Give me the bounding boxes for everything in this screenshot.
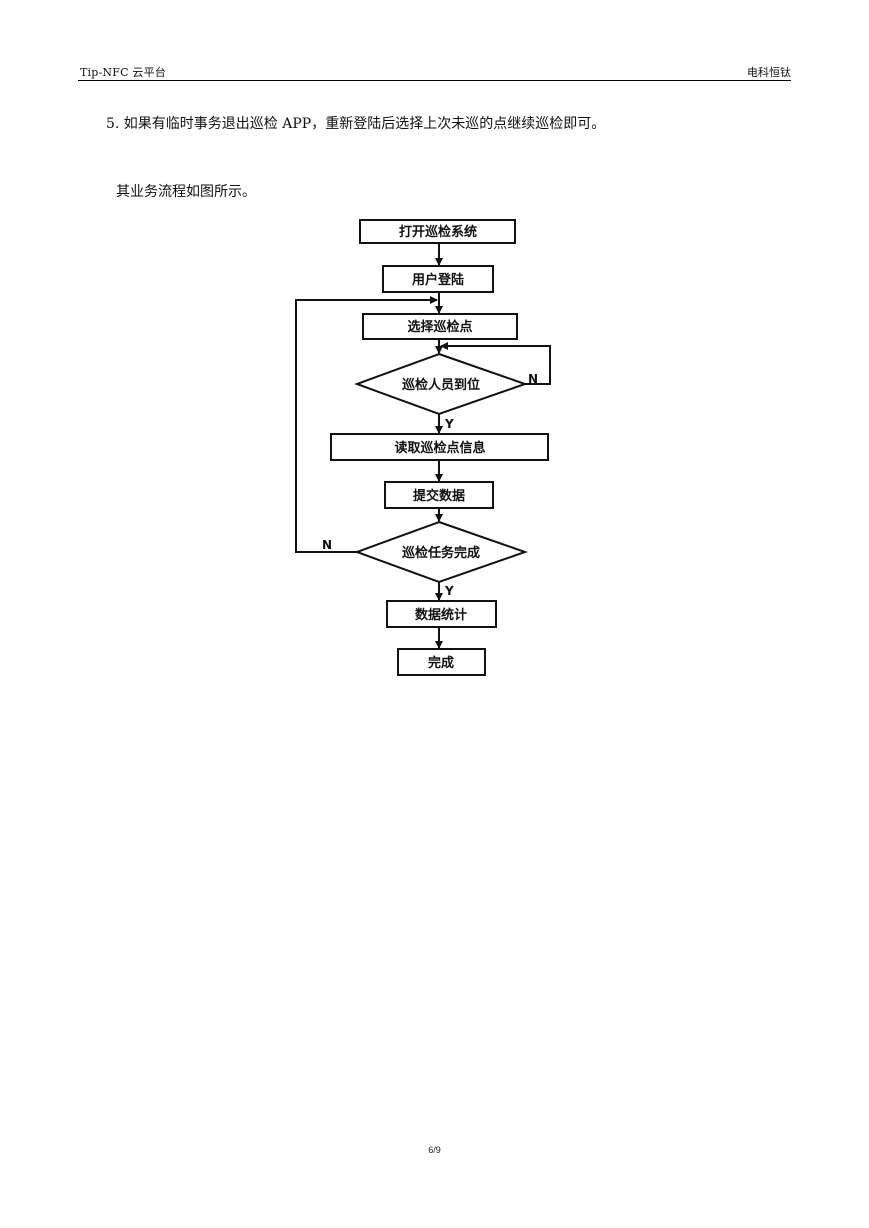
box-done xyxy=(397,648,486,676)
flowchart-svg: 打开巡检系统 用户登陆 选择巡检点 巡检人员到位 读取巡检点信息 提交数据 巡检… xyxy=(295,219,551,676)
label-read-info: 读取巡检点信息 xyxy=(394,440,485,456)
label-complete-yes: Y xyxy=(444,584,454,598)
page-number: 6/9 xyxy=(428,1145,441,1155)
label-complete-no: N xyxy=(322,538,332,552)
label-select-point: 选择巡检点 xyxy=(407,319,472,335)
label-arrived-yes: Y xyxy=(444,417,454,431)
box-statistics xyxy=(386,600,497,628)
paragraph-flow-intro: 其业务流程如图所示。 xyxy=(116,184,256,200)
label-login: 用户登陆 xyxy=(411,272,464,288)
label-statistics: 数据统计 xyxy=(415,607,467,623)
label-arrived-no: N xyxy=(528,372,538,386)
header-divider xyxy=(78,80,791,81)
flowchart-figure: 打开巡检系统 用户登陆 选择巡检点 巡检人员到位 读取巡检点信息 提交数据 巡检… xyxy=(290,208,585,690)
box-open-system xyxy=(359,219,516,244)
header-right-company: 电科恒钛 xyxy=(747,66,791,79)
label-staff-arrived: 巡检人员到位 xyxy=(402,377,480,393)
paragraph-item-5: 5. 如果有临时事务退出巡检 APP，重新登陆后选择上次未巡的点继续巡检即可。 xyxy=(106,116,606,132)
label-submit-data: 提交数据 xyxy=(413,488,465,504)
label-task-complete: 巡检任务完成 xyxy=(402,545,480,561)
label-open-system: 打开巡检系统 xyxy=(399,224,477,240)
label-done: 完成 xyxy=(428,655,454,671)
loop-arrived-no xyxy=(440,342,551,385)
loop-complete-no xyxy=(295,296,438,553)
header-left-title: Tip-NFC 云平台 xyxy=(80,66,166,79)
